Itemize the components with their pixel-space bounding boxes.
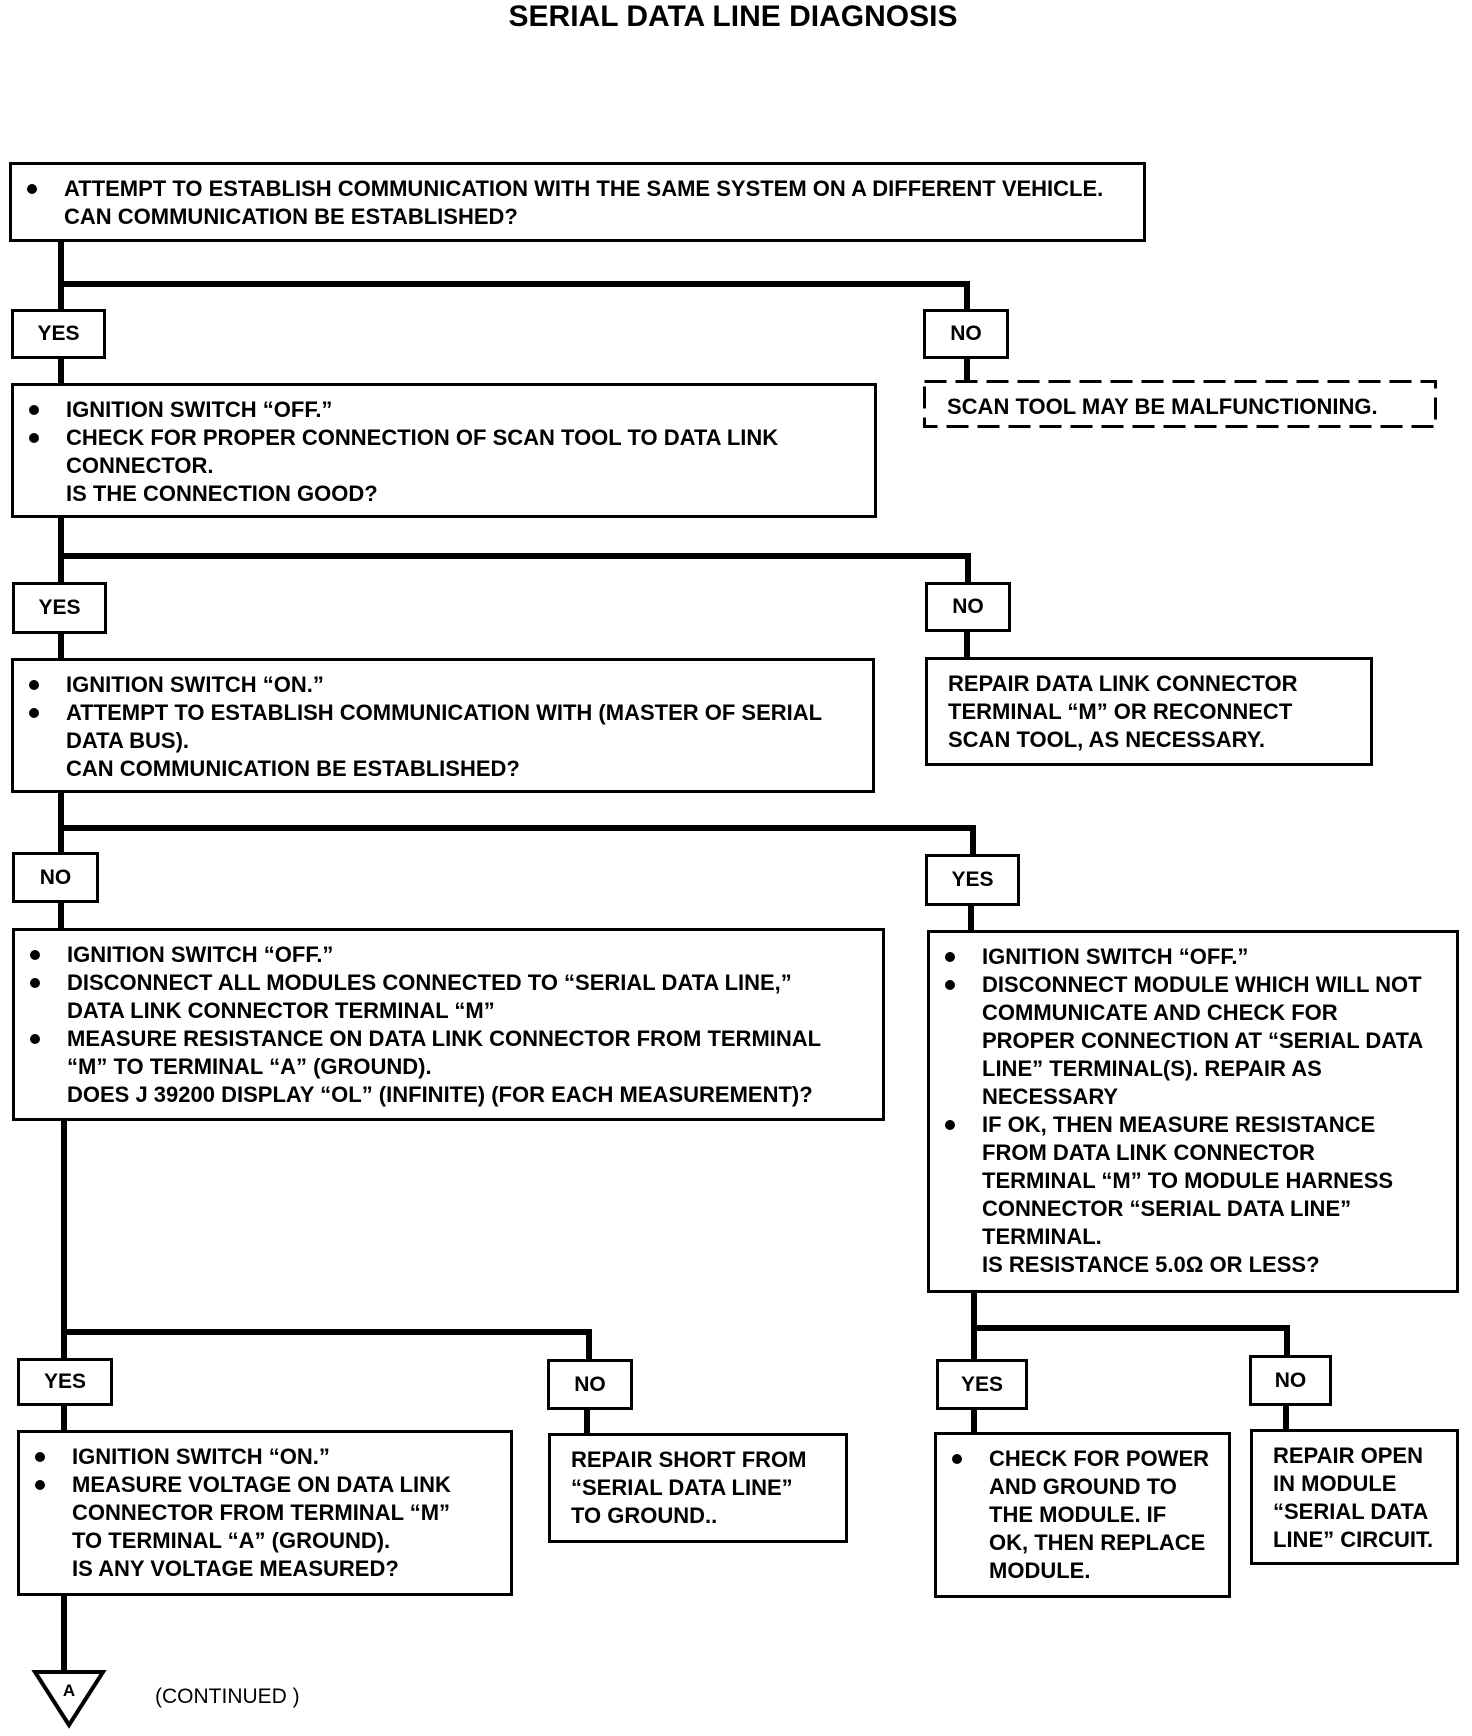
- step-4b-text-line: TERMINAL “M” TO MODULE HARNESS: [982, 1168, 1394, 1193]
- step-4b-box: IGNITION SWITCH “OFF.” DISCONNECT MODULE…: [927, 930, 1459, 1293]
- result-repair-open-text-line: LINE” CIRCUIT.: [1273, 1527, 1434, 1552]
- step-4a-text-line: IGNITION SWITCH “OFF.”: [30, 941, 880, 969]
- step-4a-text-line: DOES J 39200 DISPLAY “OL” (INFINITE) (FO…: [67, 1082, 813, 1107]
- step-1-box: ATTEMPT TO ESTABLISH COMMUNICATION WITH …: [9, 162, 1146, 242]
- result-scan-tool-dashed-border: [923, 380, 1437, 428]
- step-4a-yes-label: YES: [17, 1358, 113, 1406]
- step-4b-yes-label: YES: [936, 1359, 1028, 1410]
- result-repair-connector-text-line: REPAIR DATA LINK CONNECTOR: [948, 671, 1298, 696]
- step-3-no-label: NO: [12, 852, 99, 903]
- result-scan-tool-box: SCAN TOOL MAY BE MALFUNCTIONING.: [923, 380, 1437, 428]
- result-replace-module-text-line: MODULE.: [989, 1558, 1091, 1583]
- step-2-text-line: CONNECTOR.: [66, 453, 214, 478]
- result-replace-module-box: CHECK FOR POWER AND GROUND TO THE MODULE…: [934, 1432, 1231, 1598]
- step-4b-text-line: CONNECTOR “SERIAL DATA LINE”: [982, 1196, 1352, 1221]
- step-2-text-line: IS THE CONNECTION GOOD?: [66, 481, 378, 506]
- step-5a-box: IGNITION SWITCH “ON.” MEASURE VOLTAGE ON…: [17, 1430, 513, 1596]
- off-page-connector-label: A: [62, 1681, 76, 1700]
- step-4a-text-line: DATA LINK CONNECTOR TERMINAL “M”: [67, 998, 495, 1023]
- step-4b-text-line: DISCONNECT MODULE WHICH WILL NOT: [945, 971, 1454, 999]
- result-replace-module-text-line: AND GROUND TO: [989, 1474, 1177, 1499]
- step-4b-text-line: TERMINAL.: [982, 1224, 1102, 1249]
- result-repair-connector-text-line: TERMINAL “M” OR RECONNECT: [948, 699, 1293, 724]
- step-1-text-line: ATTEMPT TO ESTABLISH COMMUNICATION WITH …: [27, 175, 1141, 203]
- step-4b-no-label: NO: [1249, 1355, 1332, 1406]
- result-repair-short-box: REPAIR SHORT FROM “SERIAL DATA LINE” TO …: [548, 1433, 848, 1543]
- step-4b-text-line: COMMUNICATE AND CHECK FOR: [982, 1000, 1338, 1025]
- step-4b-text-line: FROM DATA LINK CONNECTOR: [982, 1140, 1315, 1165]
- result-repair-connector-box: REPAIR DATA LINK CONNECTOR TERMINAL “M” …: [925, 657, 1373, 766]
- step-4b-text-line: LINE” TERMINAL(S). REPAIR AS: [982, 1056, 1322, 1081]
- result-repair-short-text-line: REPAIR SHORT FROM: [571, 1447, 807, 1472]
- step-4b-text-line: IGNITION SWITCH “OFF.”: [945, 943, 1454, 971]
- step-4a-text-line: “M” TO TERMINAL “A” (GROUND).: [67, 1054, 432, 1079]
- step-4b-text-line: IF OK, THEN MEASURE RESISTANCE: [945, 1111, 1454, 1139]
- step-2-yes-label: YES: [12, 582, 107, 634]
- step-1-text-line: CAN COMMUNICATION BE ESTABLISHED?: [64, 204, 518, 229]
- step-3-box: IGNITION SWITCH “ON.” ATTEMPT TO ESTABLI…: [11, 658, 875, 793]
- step-4a-text-line: DISCONNECT ALL MODULES CONNECTED TO “SER…: [30, 969, 880, 997]
- step-4a-box: IGNITION SWITCH “OFF.” DISCONNECT ALL MO…: [12, 928, 885, 1121]
- result-repair-short-text-line: “SERIAL DATA LINE”: [571, 1475, 793, 1500]
- result-replace-module-text-line: THE MODULE. IF: [989, 1502, 1167, 1527]
- result-repair-open-text-line: IN MODULE: [1273, 1471, 1397, 1496]
- step-5a-text-line: TO TERMINAL “A” (GROUND).: [72, 1528, 391, 1553]
- step-3-yes-label: YES: [925, 854, 1020, 906]
- result-repair-open-text-line: REPAIR OPEN: [1273, 1443, 1423, 1468]
- step-4a-no-label: NO: [547, 1359, 633, 1410]
- step-5a-text-line: IS ANY VOLTAGE MEASURED?: [72, 1556, 399, 1581]
- step-4b-text-line: IS RESISTANCE 5.0Ω OR LESS?: [982, 1252, 1320, 1277]
- result-repair-connector-text-line: SCAN TOOL, AS NECESSARY.: [948, 727, 1266, 752]
- step-3-text-line: IGNITION SWITCH “ON.”: [29, 671, 870, 699]
- step-5a-text-line: IGNITION SWITCH “ON.”: [35, 1443, 508, 1471]
- step-2-text-line: IGNITION SWITCH “OFF.”: [29, 396, 872, 424]
- off-page-connector-icon: [31, 1670, 107, 1729]
- result-repair-open-box: REPAIR OPEN IN MODULE “SERIAL DATA LINE”…: [1250, 1429, 1459, 1565]
- step-2-text-line: CHECK FOR PROPER CONNECTION OF SCAN TOOL…: [29, 424, 872, 452]
- step-3-text-line: DATA BUS).: [66, 728, 190, 753]
- result-repair-short-text-line: TO GROUND..: [571, 1503, 718, 1528]
- step-2-box: IGNITION SWITCH “OFF.” CHECK FOR PROPER …: [11, 383, 877, 518]
- step-5a-text-line: MEASURE VOLTAGE ON DATA LINK: [35, 1471, 508, 1499]
- step-5a-text-line: CONNECTOR FROM TERMINAL “M”: [72, 1500, 451, 1525]
- step-2-no-label: NO: [925, 582, 1011, 632]
- step-4b-text-line: PROPER CONNECTION AT “SERIAL DATA: [982, 1028, 1424, 1053]
- result-replace-module-text-line: OK, THEN REPLACE: [989, 1530, 1206, 1555]
- page-title: SERIAL DATA LINE DIAGNOSIS: [508, 0, 958, 33]
- step-3-text-line: ATTEMPT TO ESTABLISH COMMUNICATION WITH …: [29, 699, 870, 727]
- result-scan-tool-text-line: SCAN TOOL MAY BE MALFUNCTIONING.: [947, 394, 1378, 419]
- step-4a-text-line: MEASURE RESISTANCE ON DATA LINK CONNECTO…: [30, 1025, 880, 1053]
- step-3-text-line: CAN COMMUNICATION BE ESTABLISHED?: [66, 756, 520, 781]
- step-1-no-label: NO: [923, 309, 1009, 359]
- result-repair-open-text-line: “SERIAL DATA: [1273, 1499, 1429, 1524]
- result-replace-module-text-line: CHECK FOR POWER: [952, 1445, 1226, 1473]
- step-4b-text-line: NECESSARY: [982, 1084, 1119, 1109]
- step-1-yes-label: YES: [11, 309, 106, 359]
- continued-note: (CONTINUED ): [155, 1685, 300, 1708]
